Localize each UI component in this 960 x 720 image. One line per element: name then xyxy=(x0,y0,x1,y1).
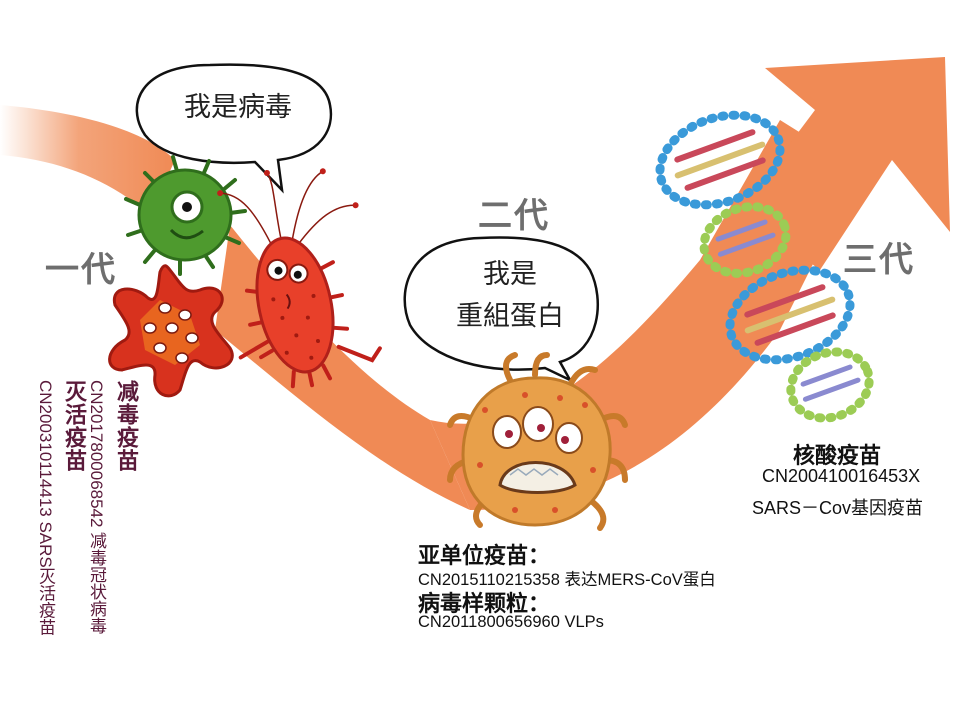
inactivated-vaccine-patent: CN200310114413 SARS灭活疫苗 xyxy=(36,380,55,636)
generation-label-first: 一代 xyxy=(45,250,117,290)
red-bacterium-cartoon-icon xyxy=(217,168,382,389)
nucleic-acid-vaccine-title: 核酸疫苗 xyxy=(793,444,882,469)
attenuated-vaccine-patent: CN2017800068542 减毒冠状病毒 xyxy=(87,380,106,635)
inactivated-vaccine-title: 灭活疫苗 xyxy=(62,380,87,472)
green-virus-cartoon-icon xyxy=(124,155,247,276)
speech-bubble-virus-text: 我是病毒 xyxy=(184,92,292,123)
speech-bubble-protein xyxy=(403,236,600,383)
attenuated-vaccine-title: 减毒疫苗 xyxy=(114,380,139,472)
nucleic-acid-vaccine-patent: CN200410016453X xyxy=(762,466,921,486)
speech-bubble-virus xyxy=(135,63,333,194)
vlp-vaccine-title: 病毒样颗粒： xyxy=(418,592,551,617)
dna-helix-illustration-icon xyxy=(655,110,874,423)
subunit-vaccine-patent: CN2015110215358 表达MERS-CoV蛋白 xyxy=(418,571,716,589)
speech-bubble-protein-line2: 重組蛋白 xyxy=(456,301,564,332)
nucleic-acid-vaccine-desc: SARS－Cov基因疫苗 xyxy=(752,498,924,518)
star-virus-cartoon-icon xyxy=(108,264,234,398)
subunit-vaccine-title: 亚单位疫苗： xyxy=(418,544,551,569)
speech-bubble-protein-line1: 我是 xyxy=(483,259,537,290)
orange-virus-cartoon-icon xyxy=(447,352,628,531)
vlp-vaccine-patent: CN2011800656960 VLPs xyxy=(418,613,604,631)
generation-label-third: 三代 xyxy=(843,240,915,280)
generation-label-second: 二代 xyxy=(478,196,550,236)
